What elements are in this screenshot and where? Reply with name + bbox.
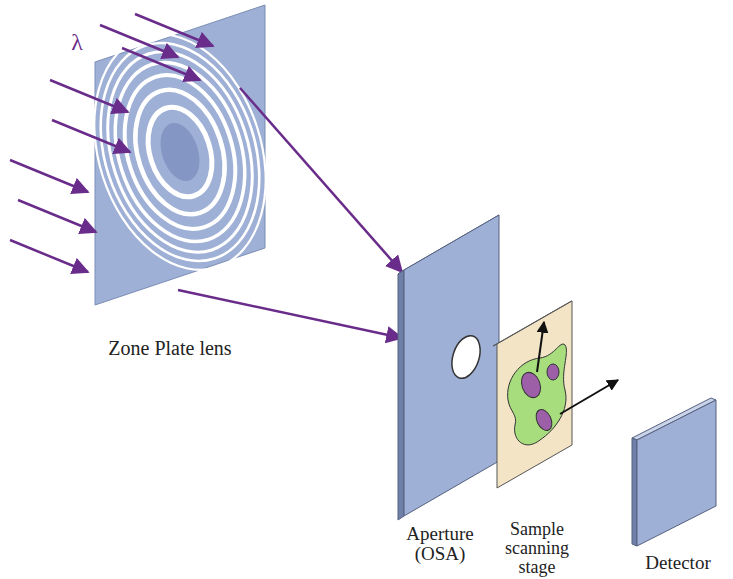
specimen-feature <box>518 370 544 401</box>
beam-arrow <box>100 25 178 57</box>
specimen-feature <box>547 364 559 380</box>
beam-arrow <box>52 120 130 152</box>
incident-beam <box>10 14 213 272</box>
part-label: Sample scanning stage <box>494 520 580 577</box>
beam-arrow <box>18 200 96 232</box>
beam-arrow <box>50 80 128 112</box>
beam-arrow <box>135 14 213 46</box>
specimen-feature <box>533 407 555 433</box>
zone-ring <box>74 22 286 281</box>
detector <box>637 400 716 546</box>
beam-arrow <box>10 240 88 272</box>
zone-ring <box>83 33 276 271</box>
aperture-hole <box>447 332 485 382</box>
focused-ray <box>240 88 402 272</box>
sample-stage <box>497 301 572 488</box>
detector-side <box>632 438 637 546</box>
zone-center <box>154 118 207 186</box>
part-label: Zone Plate lens <box>60 338 280 359</box>
sample-specimen <box>508 344 567 445</box>
beam-arrow <box>122 48 200 80</box>
aperture-plate <box>404 215 499 516</box>
part-label: Detector <box>628 553 728 573</box>
part-label: Aperture (OSA) <box>385 524 495 564</box>
zone-ring <box>66 12 295 292</box>
focused-ray <box>178 290 402 338</box>
wavelength-symbol: λ <box>62 30 92 55</box>
beam-arrow <box>10 160 88 192</box>
scan-arrow <box>537 322 544 372</box>
zone-plate-rings <box>66 12 295 292</box>
aperture-side <box>398 270 404 520</box>
scan-arrow <box>560 380 618 414</box>
